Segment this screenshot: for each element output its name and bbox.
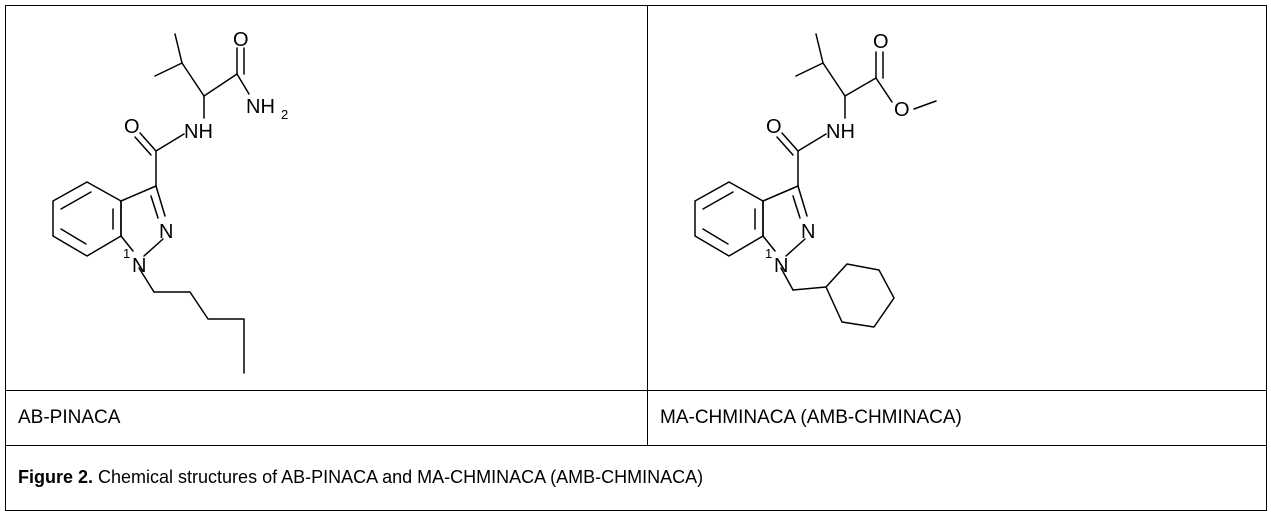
- label-cell-ab-pinaca: AB-PINACA: [5, 390, 648, 446]
- atom-n1-locant: 1: [123, 246, 130, 261]
- atom-nh: NH: [184, 121, 213, 143]
- caption-cell: Figure 2. Chemical structures of AB-PINA…: [5, 445, 1267, 511]
- atom-nh: NH: [826, 121, 855, 143]
- atom-n-ring: N: [801, 221, 815, 243]
- atom-nh2-subscript: 2: [281, 107, 288, 122]
- ma-chminaca-structure: O O O NH N 1 N: [694, 31, 937, 328]
- atom-o-ester: O: [894, 99, 910, 121]
- atom-n1-locant: 1: [765, 246, 772, 261]
- label-cell-ma-chminaca: MA-CHMINACA (AMB-CHMINACA): [647, 390, 1267, 446]
- compound-name-ma-chminaca: MA-CHMINACA (AMB-CHMINACA): [660, 407, 962, 428]
- structure-cell-ma-chminaca: O O O NH N 1 N: [647, 5, 1267, 391]
- caption-label: Figure 2.: [18, 467, 94, 487]
- atom-o-amide: O: [124, 116, 140, 138]
- structure-cell-ab-pinaca: O NH 2 O NH N 1 N: [5, 5, 648, 391]
- atom-o-top: O: [873, 31, 889, 53]
- atom-o-amide: O: [766, 116, 782, 138]
- atom-nh2-n: NH: [246, 96, 275, 118]
- figure-table: O NH 2 O NH N 1 N: [5, 5, 1267, 511]
- atom-n1: N: [132, 255, 146, 277]
- atom-o-top: O: [233, 29, 249, 51]
- atom-n1: N: [774, 255, 788, 277]
- atom-n-ring: N: [159, 221, 173, 243]
- ab-pinaca-structure: O NH 2 O NH N 1 N: [52, 29, 288, 374]
- caption-text: Chemical structures of AB-PINACA and MA-…: [93, 467, 704, 487]
- compound-name-ab-pinaca: AB-PINACA: [18, 407, 121, 428]
- figure-caption: Figure 2. Chemical structures of AB-PINA…: [6, 446, 1266, 488]
